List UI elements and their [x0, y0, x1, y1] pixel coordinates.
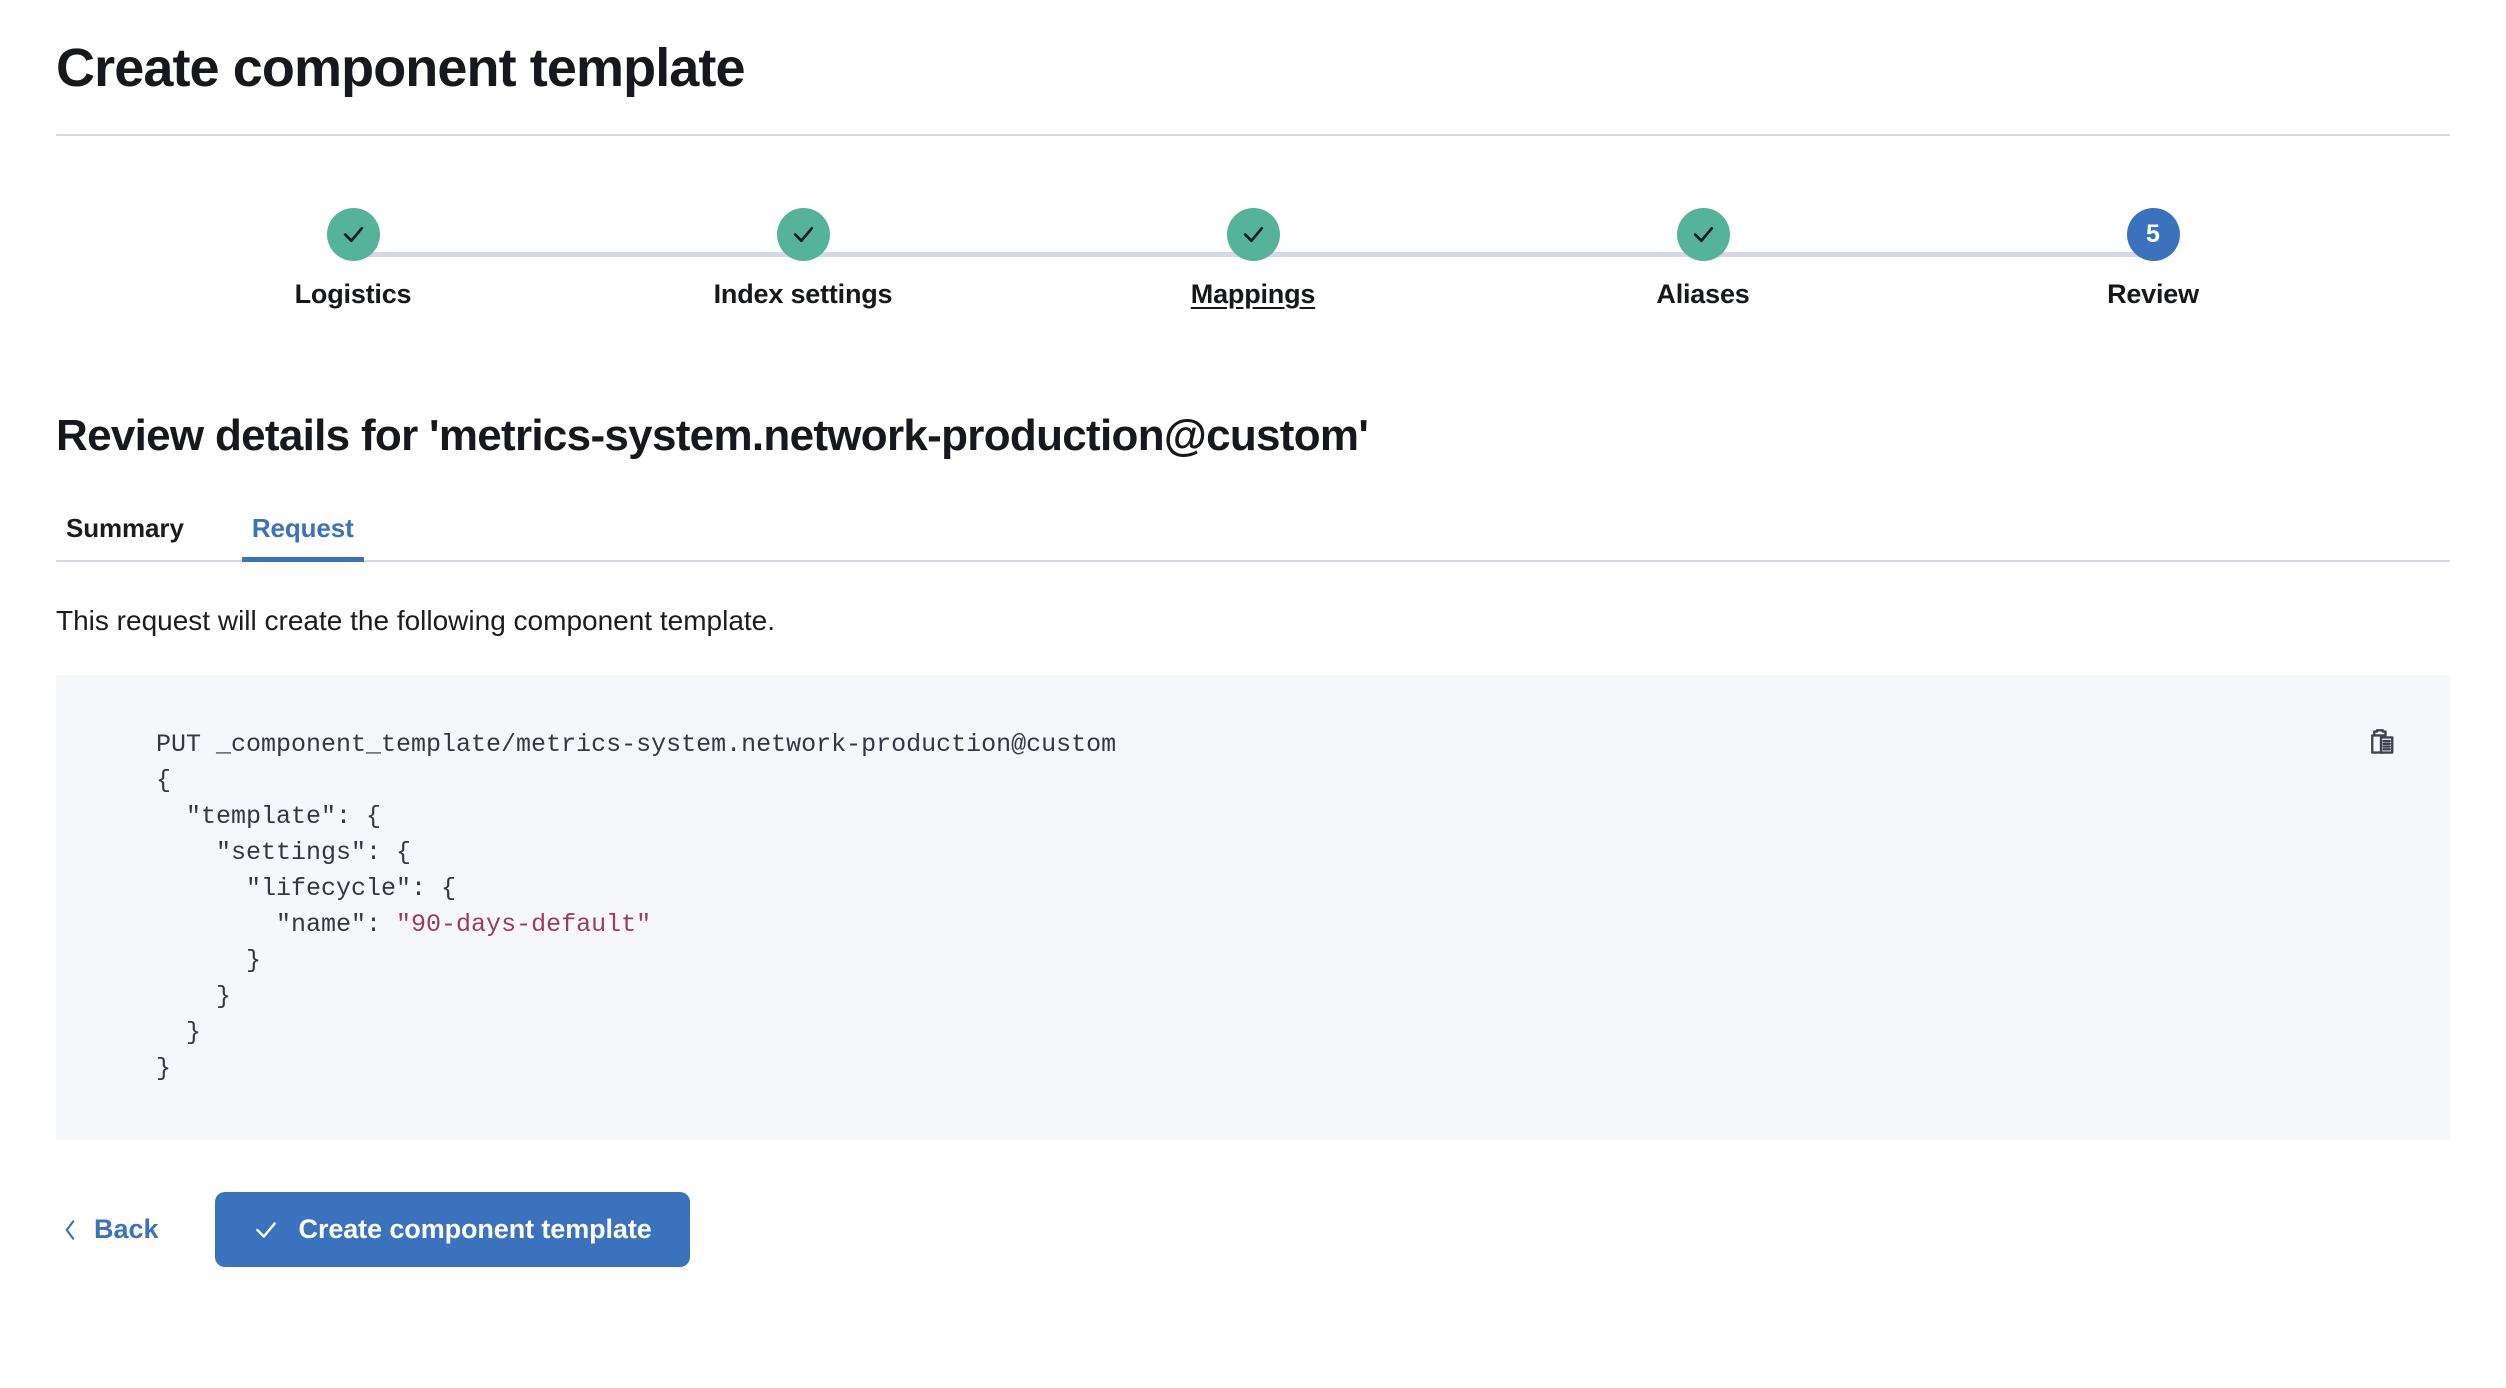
request-code-panel: PUT _component_template/metrics-system.n…: [56, 675, 2450, 1141]
stepper-step-mappings[interactable]: Mappings: [1191, 207, 1315, 310]
back-button[interactable]: Back: [56, 1208, 163, 1251]
back-button-label: Back: [94, 1214, 159, 1245]
check-icon: [255, 1222, 276, 1238]
step-status-complete[interactable]: [776, 207, 830, 261]
stepper-steps: Logistics Index settings Mappings Aliase…: [56, 207, 2450, 310]
request-code-block[interactable]: PUT _component_template/metrics-system.n…: [156, 727, 2386, 1087]
step-status-complete[interactable]: [326, 207, 380, 261]
stepper-step-logistics[interactable]: Logistics: [294, 207, 412, 310]
check-icon: [1243, 226, 1263, 242]
create-component-template-label: Create component template: [298, 1214, 652, 1245]
footer-actions: Back Create component template: [56, 1192, 2450, 1268]
stepper-step-label: Index settings: [713, 278, 893, 309]
chevron-left-icon: [65, 1220, 75, 1240]
code-body-line: }: [156, 946, 262, 976]
code-body-line: {: [156, 766, 172, 796]
clipboard-copy-icon: [2371, 729, 2394, 755]
check-icon: [1693, 226, 1713, 242]
stepper-step-aliases[interactable]: Aliases: [1647, 207, 1759, 310]
step-status-current[interactable]: 5: [2126, 207, 2180, 261]
code-string-value: "90-days-default": [396, 910, 652, 940]
check-icon: [343, 226, 363, 242]
code-body-line: }: [156, 1054, 172, 1084]
stepper-step-label: Mappings: [1190, 278, 1316, 309]
code-body-line: }: [156, 982, 232, 1012]
stepper-step-index-settings[interactable]: Index settings: [714, 207, 893, 310]
code-body-line: "template": {: [156, 802, 382, 832]
tab-summary[interactable]: Summary: [56, 513, 194, 562]
step-status-complete[interactable]: [1676, 207, 1730, 261]
step-status-complete[interactable]: [1226, 207, 1280, 261]
code-body-line: "settings": {: [156, 838, 412, 868]
stepper-step-review[interactable]: 5 Review: [2097, 207, 2209, 310]
stepper-step-label: Aliases: [1656, 278, 1750, 309]
title-divider: [56, 133, 2450, 136]
stepper-step-label: Review: [2107, 278, 2199, 309]
create-component-template-button[interactable]: Create component template: [214, 1192, 690, 1268]
wizard-stepper: Logistics Index settings Mappings Aliase…: [56, 207, 2450, 358]
check-icon: [793, 226, 813, 242]
tab-request[interactable]: Request: [241, 513, 364, 562]
code-request-line: PUT _component_template/metrics-system.n…: [156, 730, 1117, 760]
step-number: 5: [2146, 219, 2160, 248]
request-description: This request will create the following c…: [56, 604, 776, 636]
copy-to-clipboard-button[interactable]: [2360, 719, 2406, 765]
code-body-line: }: [156, 1018, 202, 1048]
review-tabs: Summary Request: [56, 513, 2450, 562]
page-title: Create component template: [56, 38, 746, 98]
code-body-line: "name":: [156, 910, 397, 940]
code-body-line: "lifecycle": {: [156, 874, 457, 904]
review-heading: Review details for 'metrics-system.netwo…: [56, 410, 1369, 460]
stepper-step-label: Logistics: [294, 278, 412, 309]
